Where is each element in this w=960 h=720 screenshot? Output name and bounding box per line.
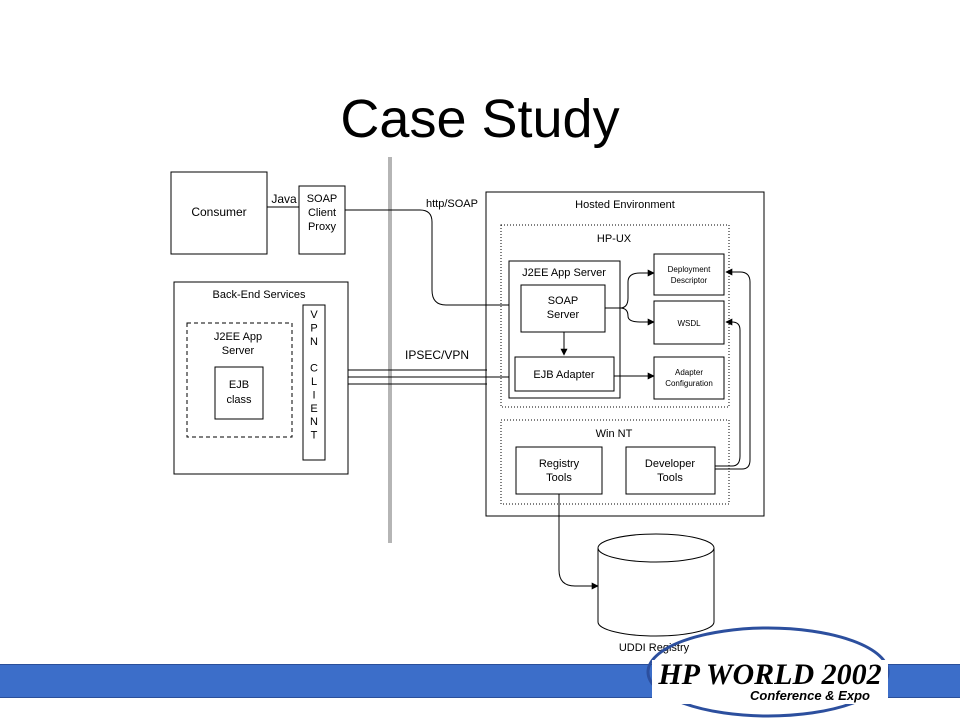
- vpn-client-letter: V: [310, 309, 318, 321]
- soap-server-line2: Server: [547, 309, 580, 321]
- soap-proxy-line1: SOAP: [307, 193, 338, 205]
- ejb-adapter-label: EJB Adapter: [533, 369, 594, 381]
- http-soap-label: http/SOAP: [426, 198, 478, 210]
- soap-to-descriptor-arrow: [605, 269, 655, 309]
- devtools-to-wsdl-arrow: [715, 318, 741, 467]
- java-label: Java: [271, 192, 297, 206]
- j2ee-app-server-label: J2EE App Server: [522, 267, 606, 279]
- ejb-class-line2: class: [226, 394, 252, 406]
- hp-world-logo: HP WORLD 2002 Conference & Expo: [646, 626, 890, 718]
- logo-tagline: Conference & Expo: [750, 688, 870, 703]
- soap-server-line1: SOAP: [548, 295, 579, 307]
- developer-tools-box: [625, 446, 716, 495]
- vpn-client-letter: C: [310, 363, 318, 375]
- soap-server-box: [520, 284, 606, 333]
- soap-proxy-line2: Client: [308, 207, 336, 219]
- deployment-descriptor-line2: Descriptor: [671, 276, 708, 285]
- soap-proxy-line3: Proxy: [308, 221, 337, 233]
- adapter-configuration-box: [653, 356, 725, 400]
- deployment-descriptor-box: [653, 253, 725, 296]
- wsdl-box: [653, 300, 725, 345]
- backend-j2ee-line1: J2EE App: [214, 331, 262, 343]
- vpn-client-letter: E: [310, 403, 317, 415]
- ejb-class-line1: EJB: [229, 379, 249, 391]
- ipsec-vpn-label: IPSEC/VPN: [405, 348, 469, 362]
- adapter-config-line1: Adapter: [675, 368, 703, 377]
- win-nt-label: Win NT: [596, 428, 633, 440]
- http-soap-connector: [345, 209, 521, 309]
- hpux-label: HP-UX: [597, 233, 632, 245]
- slide-title: Case Study: [340, 89, 620, 149]
- registry-to-uddi-connector: [558, 494, 599, 590]
- vpn-client-letter: N: [310, 336, 318, 348]
- devtools-to-descriptor-arrow: [715, 268, 751, 470]
- developer-tools-line2: Tools: [657, 472, 683, 484]
- ejb-adapter-box: [514, 356, 615, 392]
- developer-tools-line1: Developer: [645, 458, 695, 470]
- consumer-label: Consumer: [191, 205, 246, 219]
- vpn-client-letter: N: [310, 416, 318, 428]
- soap-client-proxy-box: [298, 185, 346, 255]
- backend-j2ee-line2: Server: [222, 345, 255, 357]
- win-nt-box: [500, 419, 730, 505]
- ejb-class-box: [214, 366, 264, 420]
- registry-tools-box: [515, 446, 603, 495]
- backend-j2ee-box: [186, 322, 293, 438]
- vpn-client-letter: I: [312, 389, 315, 401]
- registry-tools-line2: Tools: [546, 472, 572, 484]
- deployment-descriptor-line1: Deployment: [668, 265, 711, 274]
- hosted-environment-box: [485, 191, 765, 517]
- wsdl-label: WSDL: [677, 319, 701, 328]
- vpn-client-letter: L: [311, 376, 317, 388]
- vpn-client-letter: P: [310, 322, 317, 334]
- hosted-environment-label: Hosted Environment: [575, 199, 675, 211]
- backend-services-label: Back-End Services: [213, 289, 306, 301]
- logo-name: HP WORLD 2002: [657, 658, 881, 691]
- adapter-config-line2: Configuration: [665, 379, 713, 388]
- consumer-box: [170, 171, 268, 255]
- hpux-box: [500, 224, 730, 408]
- vpn-client-letter: T: [311, 430, 318, 442]
- soap-to-wsdl-arrow: [605, 307, 655, 326]
- uddi-registry-cylinder: [597, 533, 715, 637]
- registry-tools-line1: Registry: [539, 458, 580, 470]
- vpn-client-box: [302, 304, 326, 461]
